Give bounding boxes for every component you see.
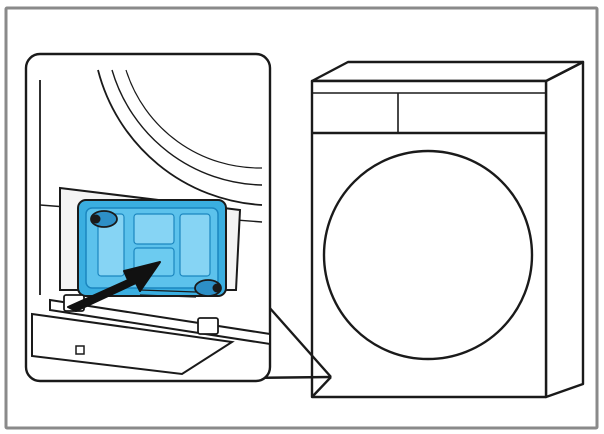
filter-cartridge-icon — [77, 199, 227, 298]
detail-callout — [24, 52, 272, 383]
filter-handle-icon — [194, 279, 222, 297]
filter-handle-icon — [90, 210, 118, 228]
dryer-top-panel — [310, 60, 585, 83]
dryer-door — [322, 149, 534, 361]
dryer-machine — [310, 60, 585, 399]
dryer-side-panel — [544, 60, 585, 399]
arrow-right-icon — [67, 261, 161, 312]
open-flap — [31, 312, 235, 376]
